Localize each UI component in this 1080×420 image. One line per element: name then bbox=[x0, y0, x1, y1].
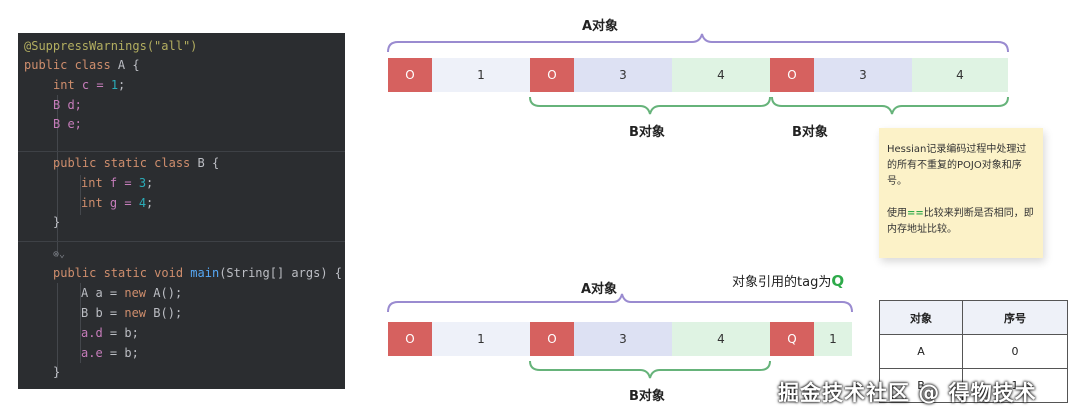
object-index-table: 对象 序号 A 0 B 1 bbox=[879, 300, 1068, 403]
code-line: } bbox=[53, 215, 61, 229]
code-line: } bbox=[53, 365, 61, 379]
table-cell: 0 bbox=[962, 334, 1068, 369]
top-cell-value: 4 bbox=[672, 58, 770, 92]
table-row: A 0 bbox=[879, 334, 1068, 369]
label-a-object-top: A对象 bbox=[582, 19, 619, 34]
code-line: public class A { bbox=[24, 58, 140, 72]
sticky-note: Hessian记录编码过程中处理过的所有不重复的POJO对象和序号。 使用==比… bbox=[879, 128, 1043, 258]
code-line: int g = 4; bbox=[81, 196, 154, 210]
reference-tag-caption: 对象引用的tag为Q bbox=[732, 272, 845, 290]
code-line: @SuppressWarnings("all") bbox=[24, 39, 198, 53]
note-eq-operator: == bbox=[907, 208, 924, 219]
watermark: 掘金技术社区 @ 得物技术 bbox=[778, 381, 1037, 405]
brace-b2-top bbox=[771, 96, 1009, 115]
code-line: B b = new B(); bbox=[81, 306, 183, 320]
bottom-cell-value: 3 bbox=[574, 322, 672, 356]
indent-guide bbox=[80, 175, 81, 215]
top-cell-tag-o: O bbox=[388, 58, 432, 92]
brace-a-bottom bbox=[387, 293, 853, 313]
bottom-cell-tag-q: Q bbox=[770, 322, 814, 356]
table-header: 对象 bbox=[879, 300, 963, 335]
code-line: B d; bbox=[53, 98, 82, 112]
code-separator bbox=[18, 151, 345, 152]
table-cell: 1 bbox=[962, 368, 1068, 403]
code-line: A a = new A(); bbox=[81, 286, 183, 300]
indent-guide bbox=[80, 283, 81, 363]
label-a-object-bottom: A对象 bbox=[581, 282, 618, 297]
reference-tag-q: Q bbox=[831, 272, 845, 290]
brace-b-bottom bbox=[529, 360, 771, 379]
table-row: B 1 bbox=[879, 368, 1068, 403]
code-line: public static void main(String[] args) { bbox=[53, 266, 343, 280]
top-cell-value: 1 bbox=[432, 58, 530, 92]
top-cell-tag-o: O bbox=[530, 58, 574, 92]
brace-b1-top bbox=[529, 96, 771, 115]
code-separator bbox=[18, 241, 345, 242]
code-line: B e; bbox=[53, 117, 82, 131]
top-cell-value: 3 bbox=[814, 58, 912, 92]
label-b-object-1: B对象 bbox=[629, 125, 665, 140]
code-line: a.d = b; bbox=[81, 326, 139, 340]
code-line: int c = 1; bbox=[53, 78, 126, 92]
bottom-cell-tag-o: O bbox=[388, 322, 432, 356]
brace-a-top bbox=[387, 33, 1009, 53]
bottom-cell-value: 4 bbox=[672, 322, 770, 356]
table-header: 序号 bbox=[962, 300, 1068, 335]
code-editor: @SuppressWarnings("all") public class A … bbox=[18, 33, 345, 389]
bottom-cell-tag-o: O bbox=[530, 322, 574, 356]
top-cell-tag-o: O bbox=[770, 58, 814, 92]
top-cell-value: 3 bbox=[574, 58, 672, 92]
table-cell: B bbox=[879, 368, 963, 403]
usage-hint-icon[interactable]: ⊗⌄ bbox=[53, 249, 66, 260]
bottom-cell-ref-index: 1 bbox=[814, 322, 852, 356]
code-line: int f = 3; bbox=[81, 176, 154, 190]
note-paragraph: Hessian记录编码过程中处理过的所有不重复的POJO对象和序号。 bbox=[887, 144, 1027, 187]
top-cell-value: 4 bbox=[912, 58, 1008, 92]
code-line: public static class B { bbox=[53, 156, 220, 170]
note-paragraph: 使用==比较来判断是否相同，即内存地址比较。 bbox=[887, 208, 1034, 235]
bottom-cell-value: 1 bbox=[432, 322, 530, 356]
label-b-object-2: B对象 bbox=[792, 125, 828, 140]
table-header-row: 对象 序号 bbox=[879, 300, 1068, 335]
label-b-object-bottom: B对象 bbox=[629, 389, 665, 404]
indent-guide bbox=[57, 283, 58, 378]
table-cell: A bbox=[879, 334, 963, 369]
indent-guide bbox=[57, 95, 58, 257]
code-line: a.e = b; bbox=[81, 346, 139, 360]
